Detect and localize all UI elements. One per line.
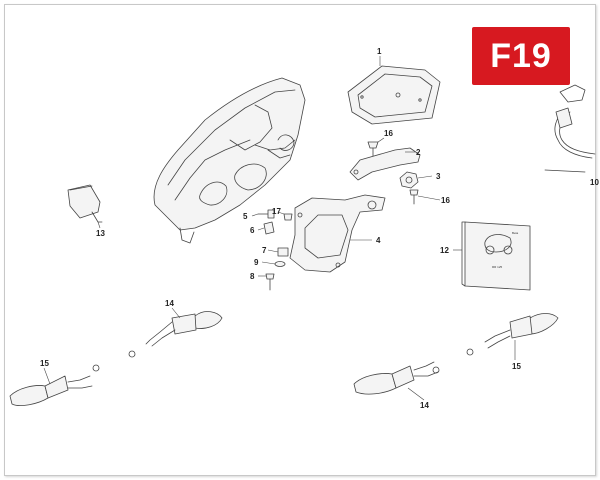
callout-1: 1 (377, 47, 382, 56)
bracket-2 (349, 147, 421, 181)
owners-manual-12: Beta RR 125 (453, 221, 531, 291)
mounting-frame-4 (289, 194, 386, 273)
callout-8: 8 (250, 272, 255, 281)
instrument-lens (347, 56, 441, 125)
callout-6: 6 (250, 226, 255, 235)
callout-14-left: 14 (165, 299, 174, 308)
screw-16-right (409, 189, 441, 205)
callout-16-top: 16 (384, 129, 393, 138)
section-badge: F19 (472, 27, 570, 85)
callout-5: 5 (243, 212, 248, 221)
callout-13: 13 (96, 229, 105, 238)
turn-signal-15-left (9, 364, 100, 406)
callout-2: 2 (416, 148, 421, 157)
screw-8 (258, 273, 275, 291)
turn-signal-14-right (353, 361, 440, 401)
headlight-fairing (153, 77, 306, 244)
callout-15-left: 15 (40, 359, 49, 368)
callout-7: 7 (262, 246, 267, 255)
callout-12: 12 (440, 246, 449, 255)
callout-3: 3 (436, 172, 441, 181)
cable-assembly-10 (544, 84, 596, 173)
manual-caption: RR 125 (492, 265, 503, 269)
manual-brand: Beta (512, 231, 519, 235)
turn-signal-14-left (128, 307, 223, 358)
bushing-6 (257, 221, 275, 235)
spacer-7 (267, 247, 289, 257)
callout-14-right: 14 (420, 401, 429, 410)
screw-17 (277, 211, 293, 221)
turn-signal-15-right (466, 313, 559, 360)
callout-10: 10 (590, 178, 599, 187)
callout-9: 9 (254, 258, 259, 267)
diagram-frame (4, 4, 596, 476)
callout-16-right: 16 (441, 196, 450, 205)
nut-3 (399, 171, 433, 189)
relay-13 (67, 184, 103, 229)
callout-4: 4 (376, 236, 381, 245)
callout-17: 17 (272, 207, 281, 216)
screw-5 (251, 209, 275, 219)
washer-9 (261, 261, 286, 267)
callout-15-right: 15 (512, 362, 521, 371)
